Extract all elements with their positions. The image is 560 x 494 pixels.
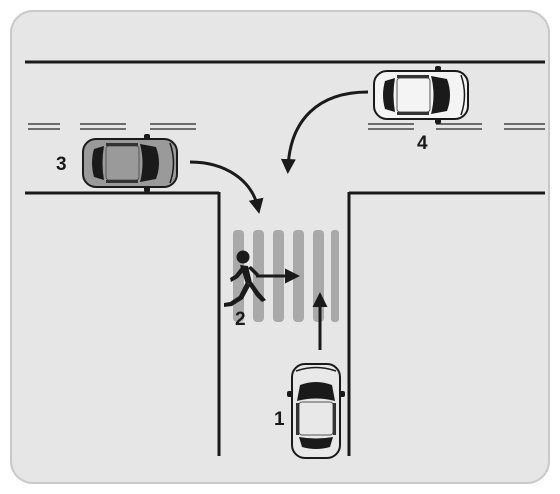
crosswalk-stripe — [331, 230, 339, 322]
car-3-path-arrow — [189, 160, 264, 214]
label-car-3: 3 — [56, 154, 67, 175]
car-3-icon — [82, 133, 178, 193]
lane-markings-right — [368, 123, 545, 130]
label-car-4: 4 — [417, 133, 428, 154]
car-4-icon — [373, 65, 469, 125]
crosswalk-stripe — [293, 230, 304, 322]
walking-person-icon — [224, 250, 266, 307]
car-1-icon — [286, 363, 346, 459]
label-pedestrian-2: 2 — [235, 309, 246, 330]
car-4-path-arrow — [280, 90, 369, 174]
lane-markings-left — [28, 123, 196, 130]
label-car-1: 1 — [274, 409, 285, 430]
